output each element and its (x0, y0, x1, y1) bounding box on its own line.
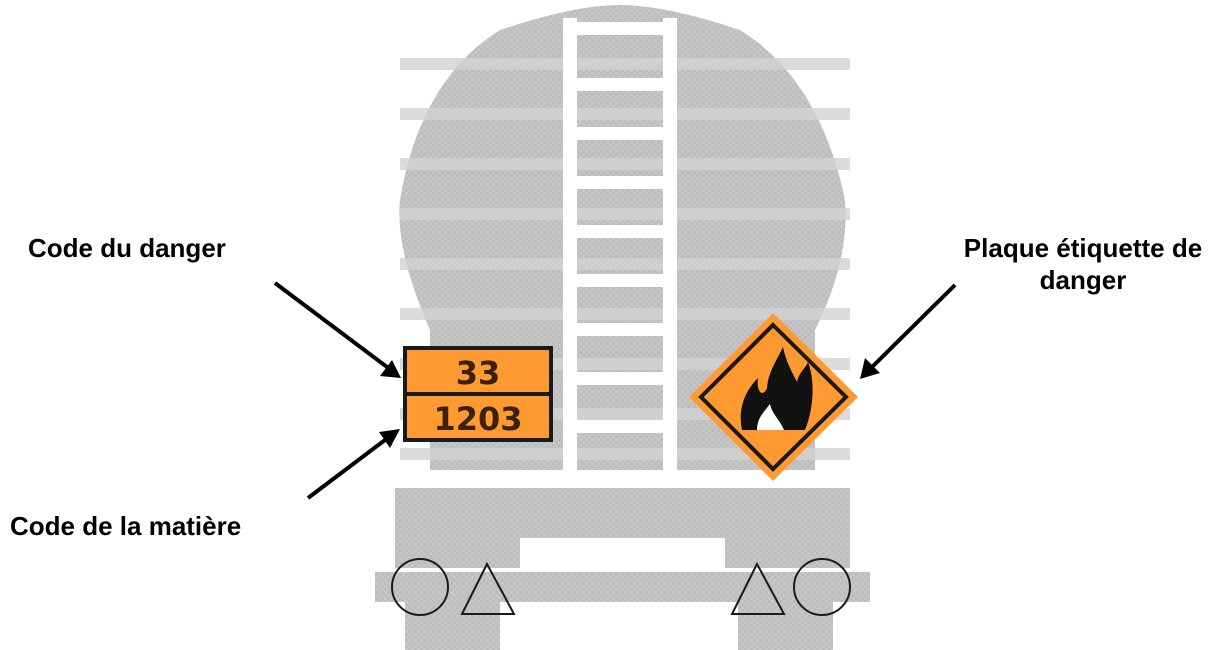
hazard-number: 33 (456, 354, 501, 392)
danger-label-caption: Plaque étiquette de danger (934, 232, 1232, 296)
un-number: 1203 (433, 400, 522, 438)
chassis (375, 488, 870, 650)
adr-orange-plate: 33 1203 (405, 348, 551, 440)
arrow-danger-label (860, 285, 955, 379)
arrow-material-code (308, 429, 400, 498)
hazard-code-label: Code du danger (28, 232, 226, 264)
arrow-hazard-code (275, 283, 401, 378)
danger-label-line1: Plaque étiquette de (934, 232, 1232, 264)
danger-label-line2: danger (934, 264, 1232, 296)
material-code-label: Code de la matière (10, 510, 241, 542)
